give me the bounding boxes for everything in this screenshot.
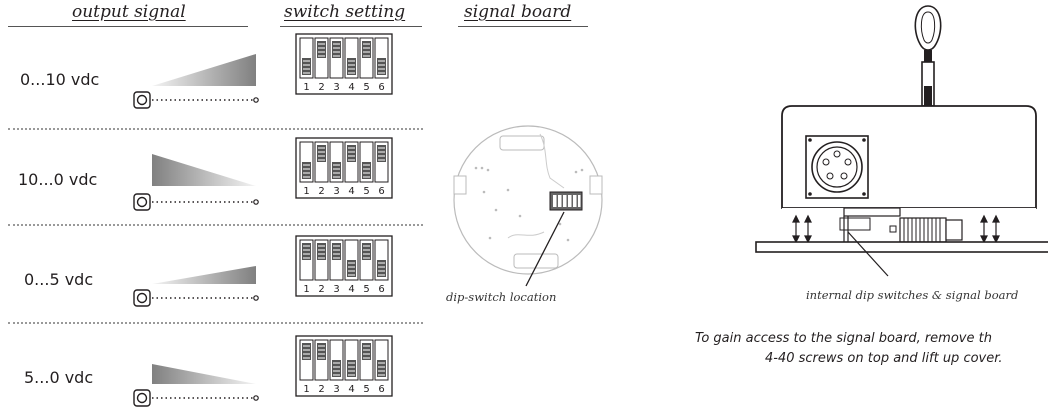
row-1-ramp xyxy=(133,54,259,109)
row-divider-2 xyxy=(8,224,423,226)
dip-switch-number: 2 xyxy=(318,384,324,395)
connector-icon xyxy=(133,193,151,211)
lift-arrows-right-icon xyxy=(980,214,1000,244)
dip-switch-location-caption: dip-switch location xyxy=(446,290,557,304)
connector-icon xyxy=(133,289,151,307)
dip-toggle-knob xyxy=(347,145,356,162)
row-4-label: 5...0 vdc xyxy=(24,368,94,387)
connector-icon xyxy=(133,389,151,407)
row-3-label: 0...5 vdc xyxy=(24,270,94,289)
dip-toggle-knob xyxy=(317,145,326,162)
dip-switch-number: 6 xyxy=(378,384,384,395)
dip-switch-number: 3 xyxy=(333,284,339,295)
dip-switch-number: 4 xyxy=(348,82,354,93)
board-outline xyxy=(453,125,603,275)
board-component xyxy=(899,217,947,243)
lift-arrows-left-icon xyxy=(792,214,812,244)
dip-toggle-knob xyxy=(332,243,341,260)
signal-board-diagram xyxy=(453,125,603,287)
dip-toggle-knob xyxy=(302,343,311,360)
dip-switch-number: 5 xyxy=(363,82,369,93)
connector-icon xyxy=(133,91,151,109)
dip-switch-number: 1 xyxy=(303,82,309,93)
header-signal-board: signal board xyxy=(464,2,572,22)
row-2-label: 10...0 vdc xyxy=(18,170,98,189)
access-note-line-1: To gain access to the signal board, remo… xyxy=(695,331,992,346)
row-3-ramp xyxy=(133,266,259,307)
board-dip-switch xyxy=(549,191,583,211)
row-4-ramp xyxy=(133,364,259,407)
device-caption: internal dip switches & signal board xyxy=(806,288,1019,302)
row-1-label: 0...10 vdc xyxy=(20,70,100,89)
header-rule-output xyxy=(8,26,248,27)
dip-switch-number: 3 xyxy=(333,384,339,395)
dip-toggle-knob xyxy=(302,243,311,260)
device-diagram xyxy=(755,5,1048,277)
dip-switch-number: 4 xyxy=(348,384,354,395)
dip-switch-number: 4 xyxy=(348,186,354,197)
dip-toggle-knob xyxy=(302,162,311,179)
dip-switch-number: 2 xyxy=(318,186,324,197)
dip-toggle-knob xyxy=(362,343,371,360)
dip-toggle-knob xyxy=(332,360,341,377)
header-rule-switch xyxy=(280,26,422,27)
board-leader-line xyxy=(525,211,565,287)
dip-switch-number: 5 xyxy=(363,384,369,395)
dip-toggle-knob xyxy=(362,41,371,58)
dip-toggle-knob xyxy=(347,360,356,377)
dip-toggle-knob xyxy=(377,145,386,162)
access-note-line-2: 4-40 screws on top and lift up cover. xyxy=(765,351,1003,366)
dip-switch-number: 1 xyxy=(303,384,309,395)
dip-toggle-knob xyxy=(347,58,356,75)
dip-switch-number: 5 xyxy=(363,186,369,197)
dip-switch-number: 2 xyxy=(318,82,324,93)
dip-switch-number: 3 xyxy=(333,186,339,197)
dip-toggle-knob xyxy=(317,41,326,58)
dip-switch-number: 4 xyxy=(348,284,354,295)
dip-toggle-knob xyxy=(377,360,386,377)
dip-toggle-knob xyxy=(362,243,371,260)
dip-toggle-knob xyxy=(362,162,371,179)
dip-toggle-knob xyxy=(302,58,311,75)
row-divider-3 xyxy=(8,322,423,324)
dip-toggle-knob xyxy=(332,162,341,179)
header-switch-setting: switch setting xyxy=(284,2,406,22)
header-rule-board xyxy=(458,26,588,27)
dip-switch-number: 5 xyxy=(363,284,369,295)
row-2-ramp xyxy=(133,154,259,211)
dip-switch-number: 6 xyxy=(378,82,384,93)
dip-switch-number: 2 xyxy=(318,284,324,295)
dip-switch-number: 6 xyxy=(378,186,384,197)
dip-switch-number: 6 xyxy=(378,284,384,295)
dip-toggle-knob xyxy=(317,343,326,360)
dip-toggle-knob xyxy=(332,41,341,58)
dip-toggle-knob xyxy=(347,260,356,277)
dip-switch-number: 1 xyxy=(303,186,309,197)
dip-toggle-knob xyxy=(377,260,386,277)
dip-toggle-knob xyxy=(377,58,386,75)
dip-switch-number: 1 xyxy=(303,284,309,295)
header-output-signal: output signal xyxy=(72,2,186,22)
dip-toggle-knob xyxy=(317,243,326,260)
dip-switch-number: 3 xyxy=(333,82,339,93)
row-divider-1 xyxy=(8,128,423,130)
base-plate xyxy=(755,241,1048,253)
device-leader-line xyxy=(847,231,889,277)
